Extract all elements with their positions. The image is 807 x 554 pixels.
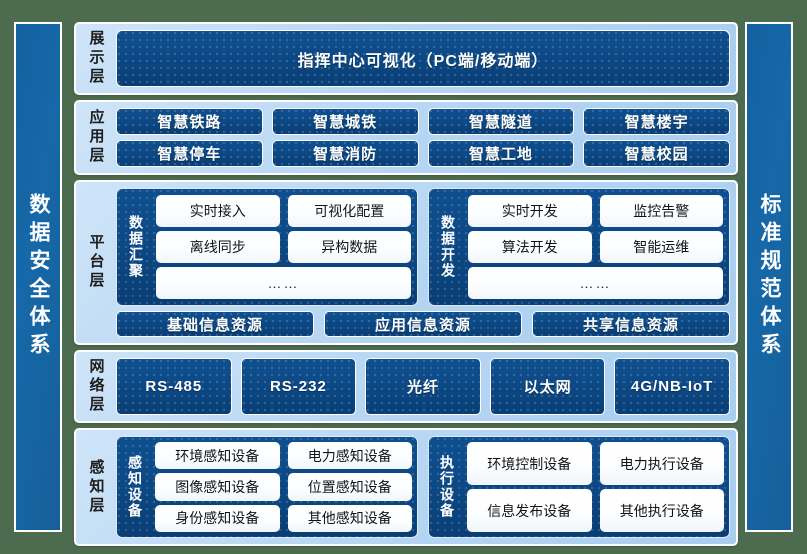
perception-g1-item-1[interactable]: 电力执行设备 bbox=[599, 442, 724, 485]
perception-g0-item-1[interactable]: 电力感知设备 bbox=[287, 442, 412, 470]
left-vertical-bar-data-security: 数据安全体系 bbox=[14, 22, 62, 532]
app-item-1[interactable]: 智慧城铁 bbox=[271, 108, 419, 135]
platform-group-0-title: 数据汇聚 bbox=[128, 215, 144, 279]
layer-application-label: 应用层 bbox=[87, 109, 105, 166]
platform-g1-more[interactable]: …… bbox=[468, 267, 723, 299]
perception-g0-item-2[interactable]: 图像感知设备 bbox=[155, 473, 280, 501]
perception-g0-item-4[interactable]: 身份感知设备 bbox=[155, 504, 280, 532]
left-vertical-bar-label: 数据安全体系 bbox=[27, 193, 51, 361]
platform-resource-row: 基础信息资源 应用信息资源 共享信息资源 bbox=[116, 311, 730, 337]
perception-g0-item-0[interactable]: 环境感知设备 bbox=[155, 442, 280, 470]
network-item-2[interactable]: 光纤 bbox=[365, 358, 481, 415]
perception-groups: 感知设备 环境感知设备 电力感知设备 图像感知设备 位置感知设备 身份感知设备 … bbox=[116, 436, 730, 538]
platform-g0-item-1[interactable]: 可视化配置 bbox=[287, 195, 411, 227]
platform-g0-item-2[interactable]: 离线同步 bbox=[156, 231, 280, 263]
layer-platform-body: 数据汇聚 实时接入 可视化配置 离线同步 异构数据 …… 数据开发 实时开发 bbox=[110, 188, 730, 337]
platform-groups: 数据汇聚 实时接入 可视化配置 离线同步 异构数据 …… 数据开发 实时开发 bbox=[116, 188, 730, 306]
perception-g1-item-0[interactable]: 环境控制设备 bbox=[467, 442, 592, 485]
platform-g0-item-3[interactable]: 异构数据 bbox=[287, 231, 411, 263]
platform-g0-more[interactable]: …… bbox=[156, 267, 411, 299]
app-item-5[interactable]: 智慧消防 bbox=[271, 140, 419, 167]
layer-display-body: 指挥中心可视化（PC端/移动端） bbox=[110, 30, 730, 87]
layer-perception-body: 感知设备 环境感知设备 电力感知设备 图像感知设备 位置感知设备 身份感知设备 … bbox=[110, 436, 730, 538]
layer-platform: 平台层 数据汇聚 实时接入 可视化配置 离线同步 异构数据 …… bbox=[74, 180, 738, 345]
layer-network-label: 网络层 bbox=[87, 358, 105, 415]
perception-g1-item-2[interactable]: 信息发布设备 bbox=[467, 489, 592, 532]
network-item-4[interactable]: 4G/NB-IoT bbox=[614, 358, 730, 415]
app-item-7[interactable]: 智慧校园 bbox=[583, 140, 730, 167]
perception-g1-item-3[interactable]: 其他执行设备 bbox=[599, 489, 724, 532]
layer-platform-label: 平台层 bbox=[87, 234, 105, 291]
right-vertical-bar-label: 标准规范体系 bbox=[758, 193, 782, 361]
layer-stack: 展示层 指挥中心可视化（PC端/移动端） 应用层 智慧铁路 智慧城铁 智慧隧道 … bbox=[74, 22, 738, 546]
perception-g0-item-5[interactable]: 其他感知设备 bbox=[287, 504, 412, 532]
platform-g0-item-0[interactable]: 实时接入 bbox=[156, 195, 280, 227]
app-item-4[interactable]: 智慧停车 bbox=[116, 140, 263, 167]
app-item-2[interactable]: 智慧隧道 bbox=[427, 108, 575, 135]
layer-display-label: 展示层 bbox=[87, 30, 105, 87]
application-grid: 智慧铁路 智慧城铁 智慧隧道 智慧楼宇 智慧停车 智慧消防 智慧工地 智慧校园 bbox=[116, 108, 730, 167]
platform-group-1-items: 实时开发 监控告警 算法开发 智能运维 …… bbox=[461, 195, 723, 299]
platform-group-0-items: 实时接入 可视化配置 离线同步 异构数据 …… bbox=[149, 195, 411, 299]
app-item-3[interactable]: 智慧楼宇 bbox=[583, 108, 730, 135]
platform-g1-item-3[interactable]: 智能运维 bbox=[599, 231, 723, 263]
network-item-1[interactable]: RS-232 bbox=[240, 358, 357, 415]
layer-application-body: 智慧铁路 智慧城铁 智慧隧道 智慧楼宇 智慧停车 智慧消防 智慧工地 智慧校园 bbox=[110, 108, 730, 167]
platform-g1-item-2[interactable]: 算法开发 bbox=[468, 231, 592, 263]
platform-g1-item-1[interactable]: 监控告警 bbox=[599, 195, 723, 227]
perception-group-1-items: 环境控制设备 电力执行设备 信息发布设备 其他执行设备 bbox=[460, 442, 724, 532]
layer-network-body: RS-485 RS-232 光纤 以太网 4G/NB-IoT bbox=[110, 358, 730, 415]
perception-group-0-title: 感知设备 bbox=[127, 455, 143, 519]
layer-application: 应用层 智慧铁路 智慧城铁 智慧隧道 智慧楼宇 智慧停车 智慧消防 智慧工地 智… bbox=[74, 100, 738, 175]
right-vertical-bar-standards: 标准规范体系 bbox=[745, 22, 793, 532]
network-item-3[interactable]: 以太网 bbox=[489, 358, 606, 415]
platform-resource-0[interactable]: 基础信息资源 bbox=[116, 311, 314, 337]
display-banner-command-center[interactable]: 指挥中心可视化（PC端/移动端） bbox=[116, 30, 730, 87]
layer-display: 展示层 指挥中心可视化（PC端/移动端） bbox=[74, 22, 738, 95]
layer-perception-label: 感知层 bbox=[87, 458, 105, 516]
network-item-0[interactable]: RS-485 bbox=[116, 358, 232, 415]
layer-network: 网络层 RS-485 RS-232 光纤 以太网 4G/NB-IoT bbox=[74, 350, 738, 423]
platform-group-data-development: 数据开发 实时开发 监控告警 算法开发 智能运维 …… bbox=[428, 188, 730, 306]
app-item-6[interactable]: 智慧工地 bbox=[427, 140, 575, 167]
perception-group-1-title: 执行设备 bbox=[439, 455, 455, 519]
perception-group-sensing-devices: 感知设备 环境感知设备 电力感知设备 图像感知设备 位置感知设备 身份感知设备 … bbox=[116, 436, 418, 538]
app-item-0[interactable]: 智慧铁路 bbox=[116, 108, 263, 135]
platform-g1-item-0[interactable]: 实时开发 bbox=[468, 195, 592, 227]
perception-g0-item-3[interactable]: 位置感知设备 bbox=[287, 473, 412, 501]
platform-resource-1[interactable]: 应用信息资源 bbox=[324, 311, 522, 337]
layer-perception: 感知层 感知设备 环境感知设备 电力感知设备 图像感知设备 位置感知设备 身份感… bbox=[74, 428, 738, 546]
platform-group-1-title: 数据开发 bbox=[440, 215, 456, 279]
platform-resource-2[interactable]: 共享信息资源 bbox=[532, 311, 730, 337]
platform-group-data-aggregation: 数据汇聚 实时接入 可视化配置 离线同步 异构数据 …… bbox=[116, 188, 418, 306]
perception-group-actuator-devices: 执行设备 环境控制设备 电力执行设备 信息发布设备 其他执行设备 bbox=[428, 436, 730, 538]
network-row: RS-485 RS-232 光纤 以太网 4G/NB-IoT bbox=[116, 358, 730, 415]
perception-group-0-items: 环境感知设备 电力感知设备 图像感知设备 位置感知设备 身份感知设备 其他感知设… bbox=[148, 442, 412, 532]
